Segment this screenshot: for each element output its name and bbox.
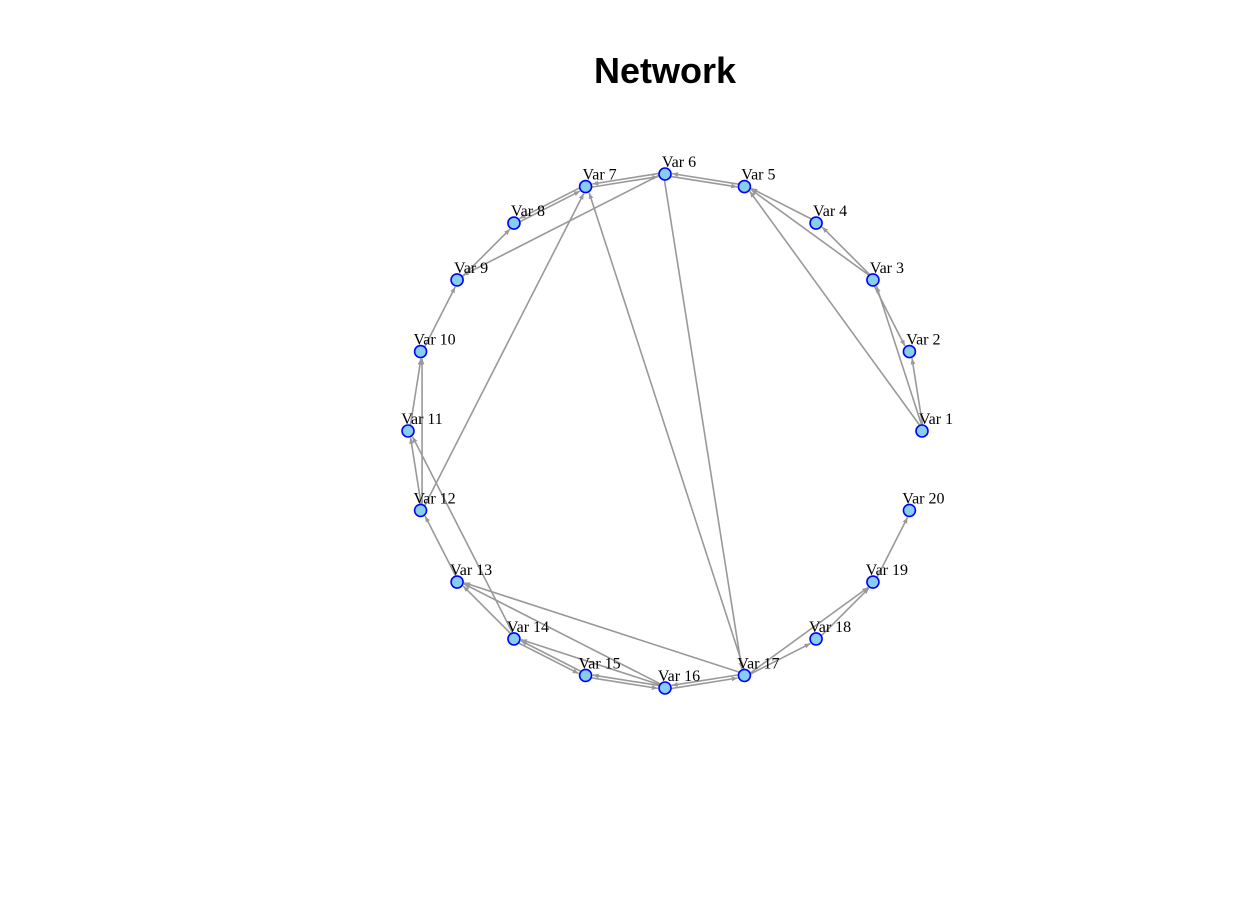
edge-var18-to-var19 <box>820 587 870 637</box>
node-label-var-14: Var 14 <box>507 619 549 636</box>
edge-var6-to-var17 <box>663 180 744 669</box>
node-label-var-20: Var 20 <box>902 490 944 507</box>
edge-var3-to-var5 <box>750 188 870 276</box>
edge-var16-to-var13 <box>463 583 661 685</box>
edge-var7-to-var6 <box>591 175 659 188</box>
node-var-6[interactable] <box>658 167 672 181</box>
node-label-var-3: Var 3 <box>870 260 904 277</box>
edge-var14-to-var15 <box>518 642 580 675</box>
node-label-var-12: Var 12 <box>413 490 455 507</box>
edge-var10-to-var9 <box>423 286 456 348</box>
node-var-15[interactable] <box>578 668 593 683</box>
label-layer: Var 1 Var 2 Var 3 Var 4 Var 5 Var 6 Var 7 Var 8… <box>401 154 953 685</box>
node-var-4[interactable] <box>809 216 823 230</box>
edge-var1-to-var5 <box>749 190 921 426</box>
edge-var14-to-var13 <box>462 585 512 635</box>
edge-var15-to-var16 <box>591 677 658 690</box>
edge-var1-to-var3 <box>875 285 923 426</box>
edge-var3-to-var2 <box>873 285 906 347</box>
node-var-11[interactable] <box>401 424 415 438</box>
node-label-var-1: Var 1 <box>919 411 953 428</box>
edge-var17-to-var16 <box>671 674 739 687</box>
edge-var3-to-var4 <box>821 226 871 276</box>
node-label-var-5: Var 5 <box>741 167 775 184</box>
edge-var17-to-var18 <box>750 642 811 675</box>
node-label-var-9: Var 9 <box>454 260 488 277</box>
node-var-18[interactable] <box>809 632 823 646</box>
node-label-var-8: Var 8 <box>511 203 545 220</box>
node-label-var-16: Var 16 <box>658 668 700 685</box>
edge-var6-to-var7 <box>592 172 659 186</box>
edge-var7-to-var8 <box>519 187 580 220</box>
node-label-var-7: Var 7 <box>582 167 616 184</box>
edge-var17-to-var19 <box>749 586 869 674</box>
edge-var6-to-var9 <box>462 174 660 277</box>
edge-var19-to-var20 <box>876 516 909 578</box>
edge-var16-to-var17 <box>671 676 738 690</box>
diagram-title: Network <box>593 50 737 91</box>
node-var-19[interactable] <box>866 575 880 589</box>
edge-var9-to-var8 <box>461 228 511 278</box>
edge-var12-to-var7 <box>423 193 585 507</box>
node-var-10[interactable] <box>413 344 428 359</box>
node-label-var-13: Var 13 <box>450 562 492 579</box>
node-layer <box>401 167 929 695</box>
edge-var12-to-var11 <box>409 437 422 505</box>
node-var-2[interactable] <box>902 344 917 359</box>
edge-var17-to-var7 <box>588 192 745 670</box>
node-var-1[interactable] <box>915 424 929 438</box>
node-label-var-4: Var 4 <box>813 203 847 220</box>
node-label-var-10: Var 10 <box>413 332 455 349</box>
edge-layer <box>409 172 924 690</box>
edge-var17-to-var13 <box>463 582 740 673</box>
node-label-var-19: Var 19 <box>866 562 908 579</box>
node-var-8[interactable] <box>507 216 521 230</box>
edge-var6-to-var5 <box>670 175 738 189</box>
node-label-var-6: Var 6 <box>662 154 696 171</box>
edge-var1-to-var2 <box>910 358 924 425</box>
node-label-var-15: Var 15 <box>578 655 620 672</box>
node-var-5[interactable] <box>737 179 752 194</box>
node-label-var-17: Var 17 <box>737 655 779 672</box>
node-var-17[interactable] <box>737 668 752 683</box>
node-label-var-18: Var 18 <box>809 619 851 636</box>
node-var-16[interactable] <box>658 681 672 695</box>
edge-var11-to-var10 <box>409 358 423 426</box>
edge-var4-to-var5 <box>750 187 812 220</box>
edge-var16-to-var14 <box>520 638 661 686</box>
edge-var16-to-var15 <box>592 673 660 687</box>
node-label-var-2: Var 2 <box>906 332 940 349</box>
node-label-var-11: Var 11 <box>401 411 443 428</box>
edge-var8-to-var7 <box>519 190 581 223</box>
edge-var14-to-var11 <box>411 436 514 634</box>
edge-var15-to-var14 <box>520 640 582 673</box>
node-var-20[interactable] <box>902 503 917 518</box>
edge-var13-to-var12 <box>424 515 457 577</box>
node-var-14[interactable] <box>507 632 521 646</box>
edge-var5-to-var6 <box>672 172 739 185</box>
node-var-12[interactable] <box>413 503 428 518</box>
node-var-13[interactable] <box>450 575 464 589</box>
node-var-7[interactable] <box>578 179 593 194</box>
node-var-9[interactable] <box>450 273 464 287</box>
node-var-3[interactable] <box>866 273 880 287</box>
